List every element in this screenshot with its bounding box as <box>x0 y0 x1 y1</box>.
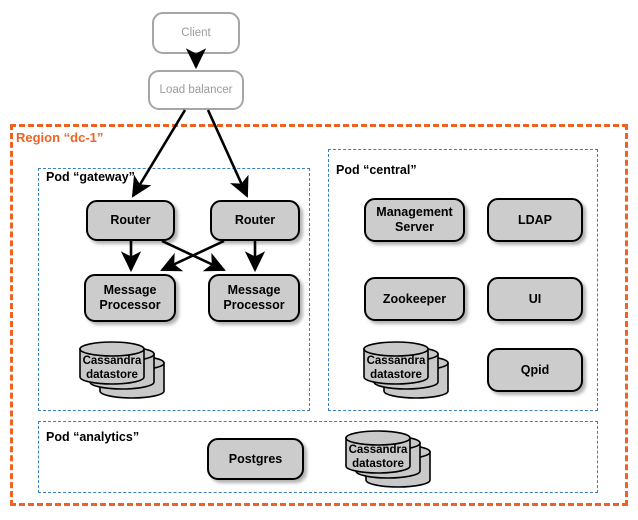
pod-analytics-label: Pod “analytics” <box>44 430 142 444</box>
node-label: Qpid <box>520 362 550 377</box>
node-label-line2: Server <box>395 220 434 234</box>
node-message-processor-1[interactable]: Message Processor <box>84 274 176 322</box>
node-load-balancer[interactable]: Load balancer <box>148 70 244 110</box>
pod-gateway-label: Pod “gateway” <box>44 170 137 184</box>
node-label-line2: Processor <box>99 298 161 312</box>
node-label-line1: Message <box>103 283 157 297</box>
datastore-cassandra-gateway[interactable]: Cassandra datastore <box>78 341 198 401</box>
pod-central-container <box>328 149 598 411</box>
cylinder-stack-icon <box>345 430 431 488</box>
region-dc-1-container <box>10 124 628 506</box>
node-client[interactable]: Client <box>152 12 240 54</box>
datastore-cassandra-analytics[interactable]: Cassandra datastore <box>344 430 464 490</box>
node-qpid[interactable]: Qpid <box>487 348 583 392</box>
node-zookeeper[interactable]: Zookeeper <box>364 277 465 321</box>
node-label-line2: Processor <box>223 298 285 312</box>
node-label: Router <box>234 213 276 227</box>
node-label-line1: Management <box>376 205 453 219</box>
node-label: Load balancer <box>159 83 233 96</box>
datastore-cassandra-central[interactable]: Cassandra datastore <box>362 341 482 401</box>
cylinder-stack-icon <box>79 341 165 399</box>
node-router-1[interactable]: Router <box>86 200 175 241</box>
node-label: Zookeeper <box>382 291 447 306</box>
region-dc-1-label: Region “dc-1” <box>14 130 106 145</box>
node-label: LDAP <box>517 212 553 227</box>
node-ui[interactable]: UI <box>487 277 583 321</box>
pod-analytics-container <box>38 421 598 493</box>
node-label: Router <box>110 213 151 227</box>
node-management-server[interactable]: Management Server <box>364 198 465 242</box>
node-postgres[interactable]: Postgres <box>207 438 304 480</box>
node-label-line1: Message <box>227 283 281 297</box>
node-ldap[interactable]: LDAP <box>487 198 583 242</box>
node-router-2[interactable]: Router <box>210 200 300 241</box>
node-label: Postgres <box>228 451 283 466</box>
node-label: UI <box>528 291 542 306</box>
node-label: Client <box>181 26 211 39</box>
node-message-processor-2[interactable]: Message Processor <box>208 274 300 322</box>
pod-central-label: Pod “central” <box>334 163 419 177</box>
cylinder-stack-icon <box>363 341 449 399</box>
